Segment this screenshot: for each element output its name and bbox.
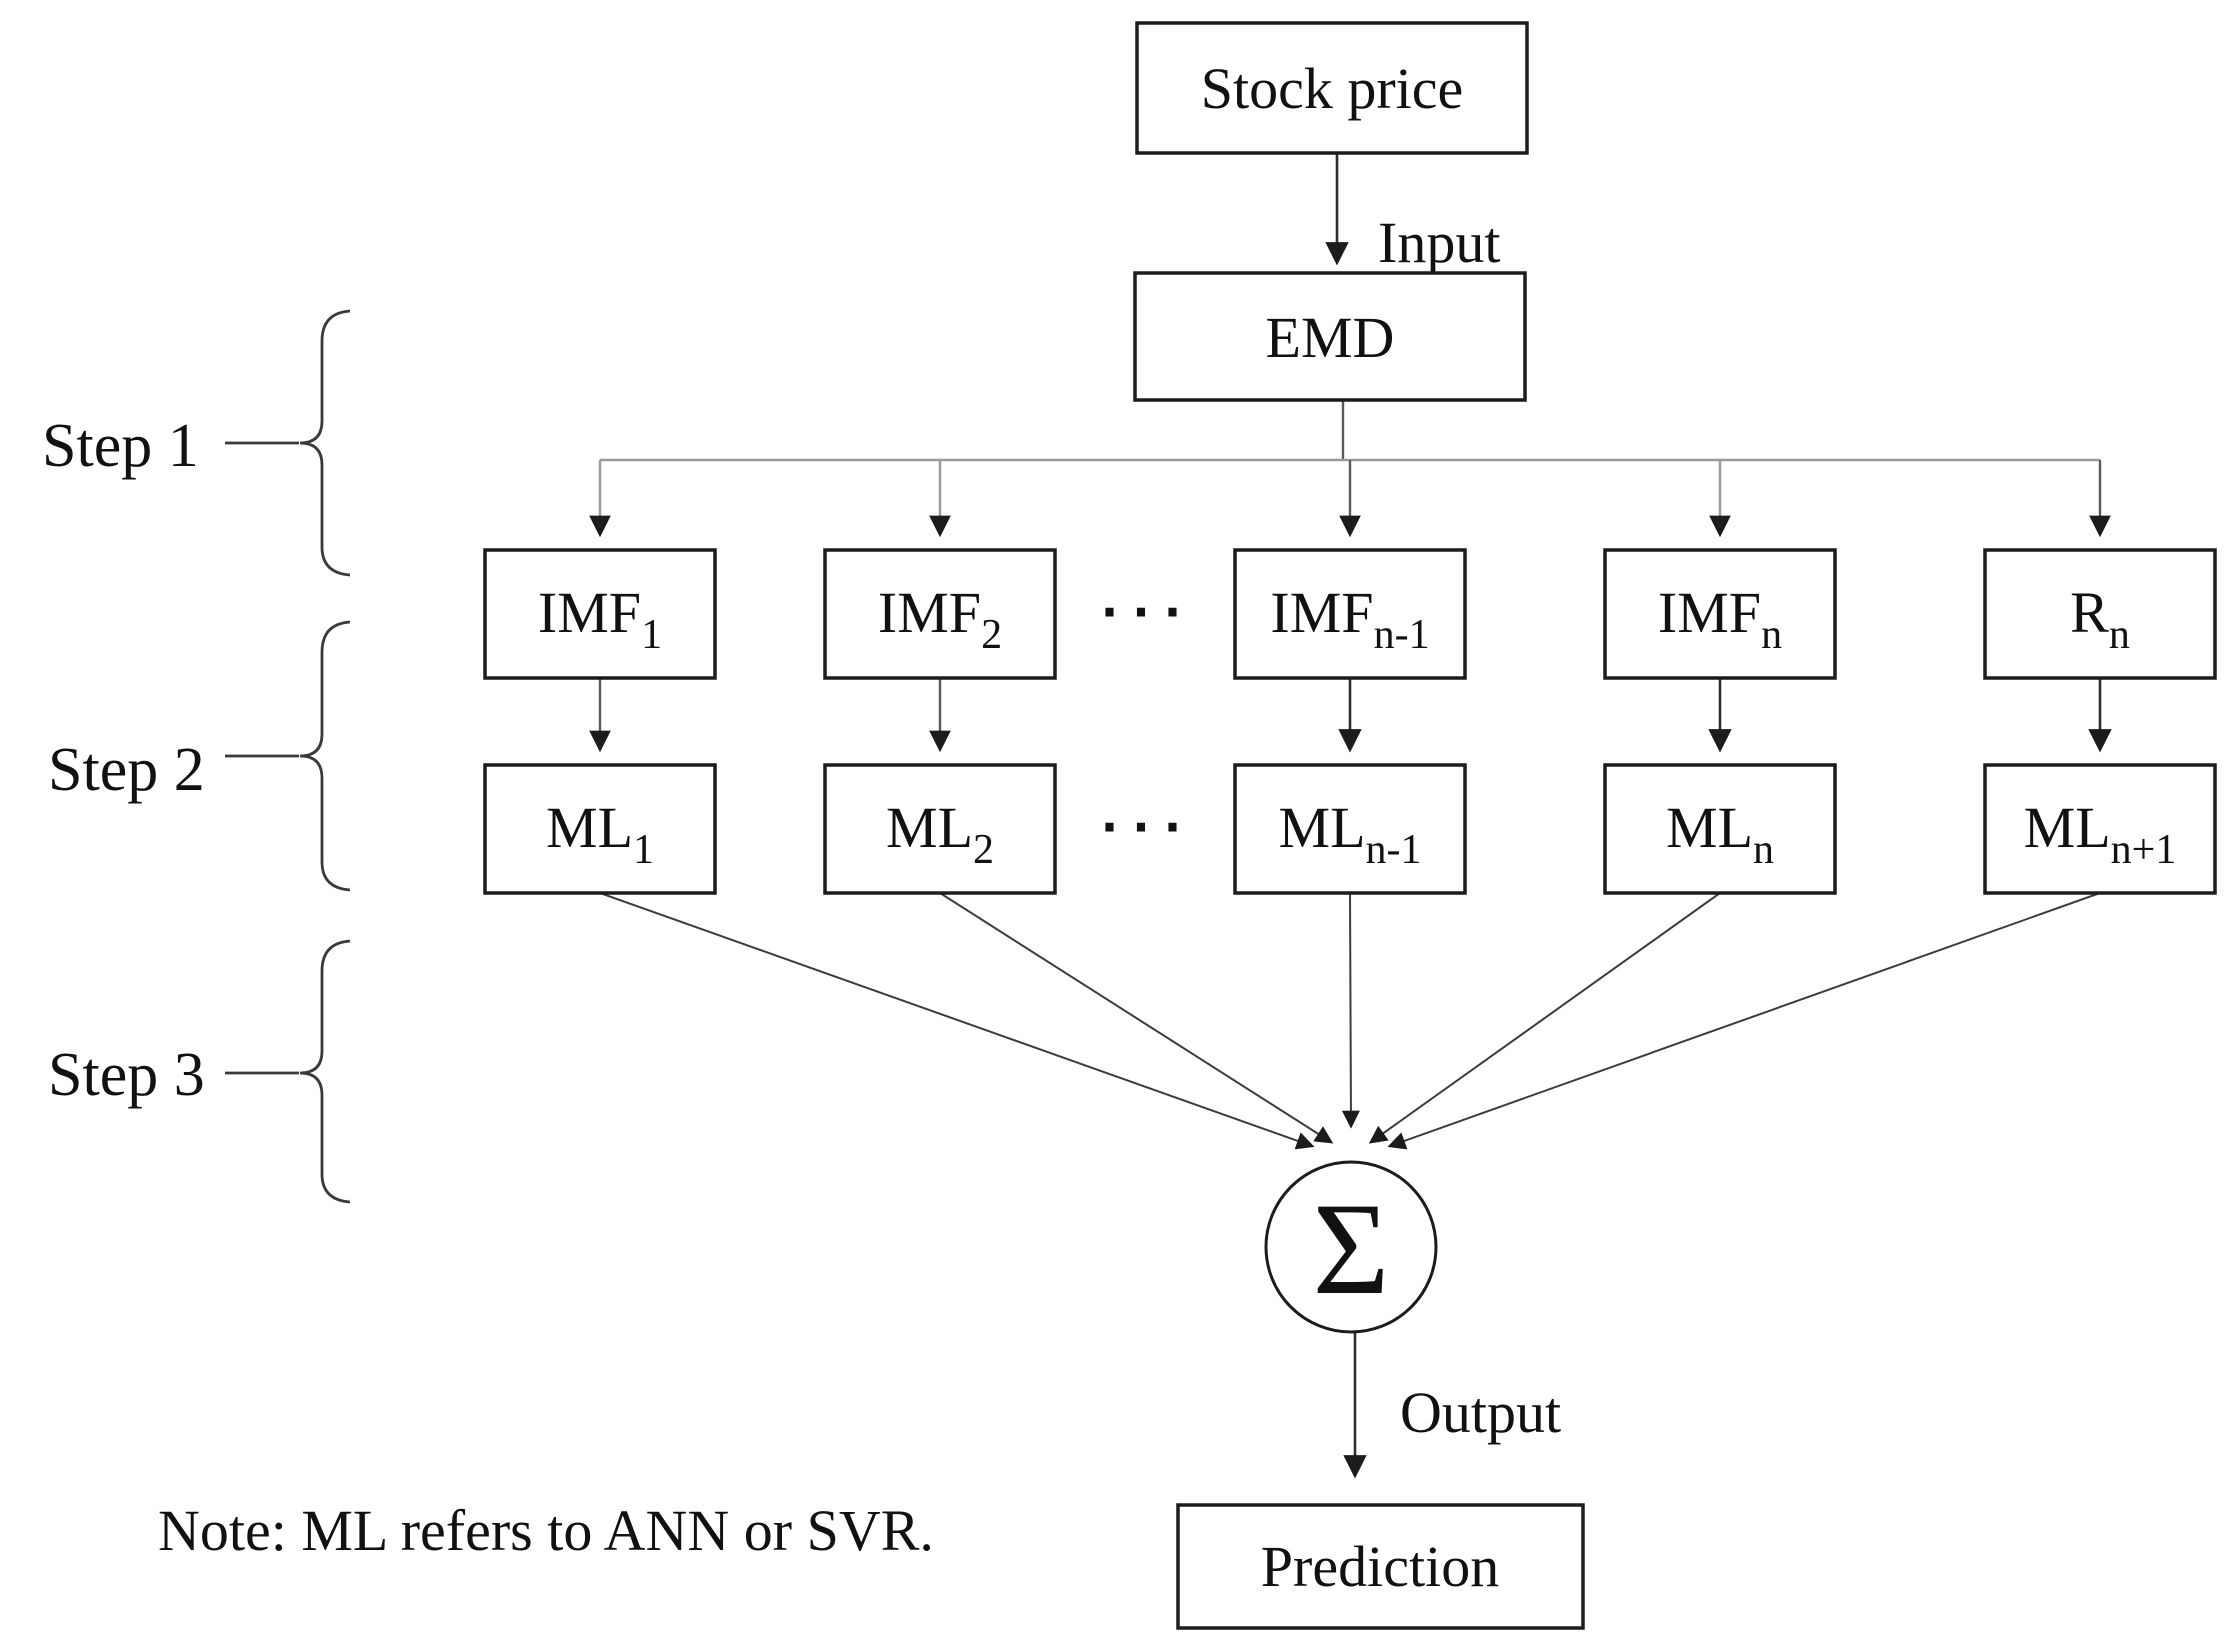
footnote: Note: ML refers to ANN or SVR. [158,1498,934,1563]
ml-label-5: MLn+1 [2024,795,2177,873]
residual-label-sub: n [2109,612,2130,658]
imf-box-4 [1603,548,1837,680]
step-1-label: Step 1 [42,412,199,480]
ml-row-ellipsis: ··· [1101,800,1195,854]
imf-label-1-sub: 1 [641,612,662,658]
ml-label-1-base: ML [546,795,633,860]
ml-sum-line-1 [599,892,1315,1150]
imf-label-3-base: IMF [1270,580,1373,645]
imf-label-3: IMFn-1 [1270,580,1429,658]
stock-price-label: Stock price [1201,56,1464,121]
ml-label-3: MLn-1 [1279,795,1422,873]
step-annotations: Step 1 Step 2 Step 3 [42,309,351,1204]
output-arrow-label: Output [1400,1380,1561,1445]
imf-label-4: IMFn [1658,580,1782,658]
imf-label-1-base: IMF [538,580,641,645]
ml-label-4-sub: n [1753,827,1774,873]
prediction-label: Prediction [1261,1534,1499,1599]
ml-sum-line-3 [1341,892,1360,1129]
ml-box-1 [483,763,717,895]
prediction-box [1176,1503,1585,1630]
imf-box-1 [483,548,717,680]
ml-label-1-sub: 1 [633,827,654,873]
imf-row: IMF1 IMF2 ··· IMFn-1 IMFn Rn [483,548,2217,680]
connectors [589,153,2112,1479]
emd-label: EMD [1266,305,1395,370]
imf-box-2 [823,548,1057,680]
imf-label-2-sub: 2 [981,612,1002,658]
ml-label-1: ML1 [546,795,654,873]
sum-circle [1264,1160,1438,1334]
ml-label-5-base: ML [2024,795,2111,860]
imf-label-1: IMF1 [538,580,662,658]
emd-box [1133,271,1527,402]
imf-box-3 [1233,548,1467,680]
ml-sum-line-5 [1387,892,2101,1150]
ml-box-4 [1603,763,1837,895]
ml-sum-line-4 [1368,892,1721,1144]
residual-label: Rn [2070,580,2130,658]
ml-row: ML1 ML2 ··· MLn-1 MLn MLn+1 [483,763,2217,895]
step-2-brace [299,620,351,892]
imf-label-2-base: IMF [878,580,981,645]
ml-label-3-base: ML [1279,795,1366,860]
ml-sum-line-2 [939,892,1334,1144]
residual-box [1983,548,2217,680]
ml-box-2 [823,763,1057,895]
ml-label-2-base: ML [886,795,973,860]
ml-label-5-sub: n+1 [2111,827,2177,873]
ml-label-2-sub: 2 [973,827,994,873]
ml-label-4: MLn [1666,795,1774,873]
imf-row-ellipsis: ··· [1101,585,1195,639]
imf-label-4-sub: n [1761,612,1782,658]
step-2-label: Step 2 [48,736,205,804]
ml-label-4-base: ML [1666,795,1753,860]
imf-label-2: IMF2 [878,580,1002,658]
step-1-brace [299,309,351,577]
imf-label-3-sub: n-1 [1374,612,1430,658]
ml-label-3-sub: n-1 [1366,827,1422,873]
ml-box-3 [1233,763,1467,895]
residual-label-base: R [2070,580,2109,645]
step-3-brace [299,939,351,1204]
step-3-label: Step 3 [48,1041,205,1109]
imf-label-4-base: IMF [1658,580,1761,645]
stock-price-box [1135,21,1529,155]
ml-label-2: ML2 [886,795,994,873]
sigma-symbol: Σ [1313,1175,1390,1322]
ml-box-5 [1983,763,2217,895]
input-arrow-label: Input [1378,210,1500,275]
